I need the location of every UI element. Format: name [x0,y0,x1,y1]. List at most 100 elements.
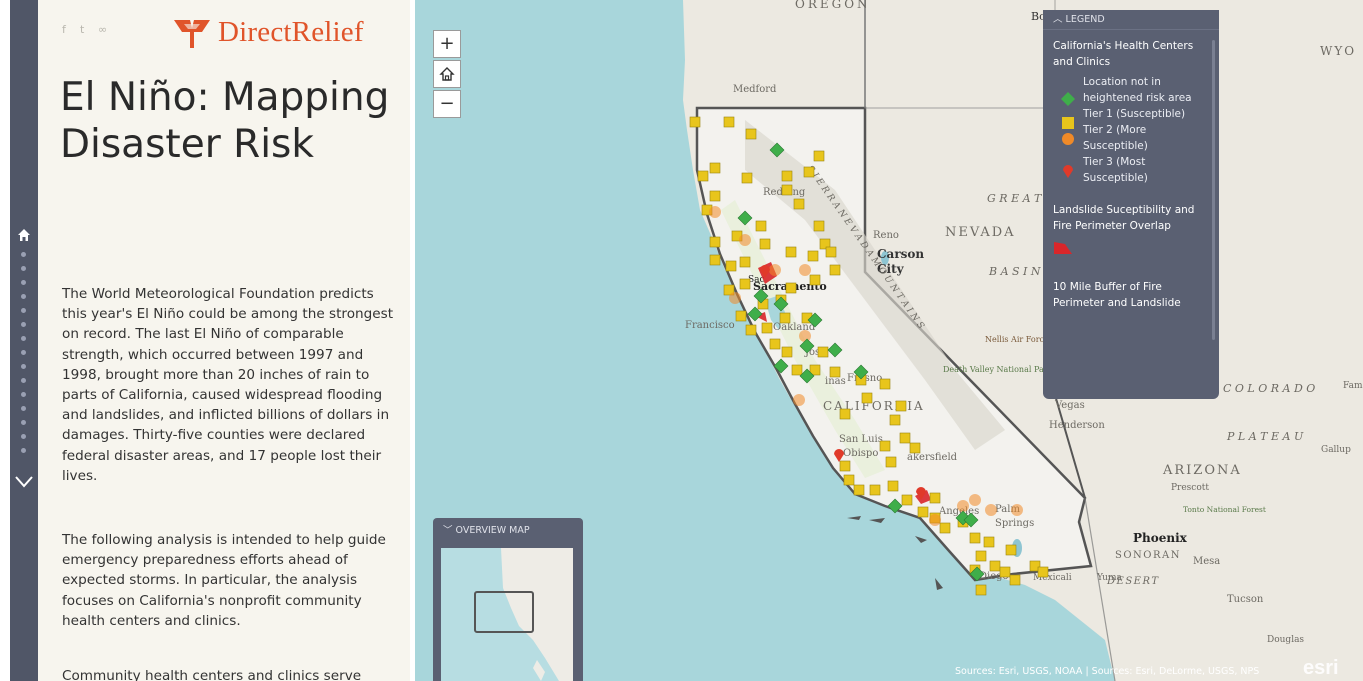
clinic-marker-tier3[interactable] [760,265,770,278]
clinic-marker-green[interactable] [769,142,785,158]
clinic-marker-tier1[interactable] [879,378,891,390]
clinic-marker-tier1[interactable] [759,238,771,250]
clinic-marker-tier1[interactable] [781,184,793,196]
clinic-marker-tier1[interactable] [895,400,907,412]
overview-map[interactable] [441,548,573,681]
clinic-marker-tier1[interactable] [969,532,981,544]
clinic-marker-green[interactable] [827,342,843,358]
overview-extent-box[interactable] [474,591,534,633]
nav-dot[interactable] [21,294,26,299]
clinic-marker-green[interactable] [753,288,769,304]
clinic-marker-tier1[interactable] [839,408,851,420]
clinic-marker-tier1[interactable] [909,442,921,454]
clinic-marker-tier1[interactable] [899,432,911,444]
overview-map-panel[interactable]: ﹀ OVERVIEW MAP [433,518,583,681]
clinic-marker-tier1[interactable] [739,256,751,268]
clinic-marker-green[interactable] [773,296,789,312]
clinic-marker-tier1[interactable] [917,506,929,518]
nav-dot[interactable] [21,378,26,383]
clinic-marker-tier1[interactable] [983,536,995,548]
clinic-marker-tier1[interactable] [929,492,941,504]
clinic-marker-tier1[interactable] [901,494,913,506]
clinic-marker-tier1[interactable] [825,246,837,258]
clinic-marker-tier1[interactable] [889,414,901,426]
clinic-marker-tier2[interactable] [799,264,811,276]
clinic-marker-tier1[interactable] [739,278,751,290]
clinic-marker-tier1[interactable] [817,346,829,358]
nav-dot[interactable] [21,322,26,327]
clinic-marker-tier1[interactable] [793,198,805,210]
clinic-marker-tier1[interactable] [735,310,747,322]
clinic-marker-tier1[interactable] [975,550,987,562]
nav-dot[interactable] [21,420,26,425]
nav-dot[interactable] [21,350,26,355]
clinic-marker-tier1[interactable] [769,338,781,350]
clinic-marker-tier1[interactable] [829,366,841,378]
clinic-marker-tier1[interactable] [809,274,821,286]
clinic-marker-tier1[interactable] [785,246,797,258]
clinic-marker-tier1[interactable] [791,364,803,376]
clinic-marker-tier2[interactable] [793,394,805,406]
clinic-marker-tier3[interactable] [916,487,926,500]
clinic-marker-tier1[interactable] [879,440,891,452]
twitter-icon[interactable]: t [80,23,85,36]
clinic-marker-tier1[interactable] [869,484,881,496]
clinic-marker-tier1[interactable] [813,150,825,162]
zoom-in-button[interactable]: + [433,30,461,58]
home-icon[interactable] [17,228,31,242]
clinic-marker-tier2[interactable] [957,500,969,512]
clinic-marker-tier2[interactable] [969,494,981,506]
clinic-marker-tier2[interactable] [799,330,811,342]
nav-dot[interactable] [21,364,26,369]
clinic-marker-tier2[interactable] [985,504,997,516]
clinic-marker-green[interactable] [969,566,985,582]
clinic-markers-layer[interactable] [689,116,1049,596]
clinic-marker-tier1[interactable] [745,128,757,140]
nav-dot[interactable] [21,406,26,411]
direct-relief-logo[interactable]: DirectRelief [172,14,364,50]
default-extent-button[interactable] [433,60,461,88]
nav-dot[interactable] [21,392,26,397]
clinic-marker-tier1[interactable] [781,170,793,182]
clinic-marker-green[interactable] [963,512,979,528]
legend-header[interactable]: ︿ LEGEND [1043,10,1219,30]
clinic-marker-tier2[interactable] [769,264,781,276]
clinic-marker-tier1[interactable] [709,254,721,266]
clinic-marker-tier2[interactable] [1011,504,1023,516]
clinic-marker-tier1[interactable] [989,560,1001,572]
clinic-marker-tier2[interactable] [739,234,751,246]
clinic-marker-tier1[interactable] [1037,566,1049,578]
clinic-marker-green[interactable] [807,312,823,328]
clinic-marker-tier1[interactable] [741,172,753,184]
clinic-marker-tier1[interactable] [861,392,873,404]
clinic-marker-tier1[interactable] [697,170,709,182]
nav-dot[interactable] [21,336,26,341]
clinic-marker-tier2[interactable] [709,206,721,218]
clinic-marker-tier1[interactable] [813,220,825,232]
clinic-marker-tier2[interactable] [729,292,741,304]
clinic-marker-green[interactable] [747,306,763,322]
clinic-marker-tier1[interactable] [809,364,821,376]
clinic-marker-tier1[interactable] [761,322,773,334]
legend-panel[interactable]: ︿ LEGEND California's Health Centers and… [1043,10,1219,399]
clinic-marker-tier1[interactable] [803,166,815,178]
clinic-marker-green[interactable] [853,364,869,380]
clinic-marker-tier1[interactable] [723,116,735,128]
clinic-marker-tier1[interactable] [785,282,797,294]
clinic-marker-green[interactable] [799,368,815,384]
clinic-marker-tier1[interactable] [819,238,831,250]
clinic-marker-tier1[interactable] [779,312,791,324]
clinic-marker-green[interactable] [773,358,789,374]
clinic-marker-tier1[interactable] [843,474,855,486]
nav-dot[interactable] [21,252,26,257]
nav-dot[interactable] [21,266,26,271]
clinic-marker-tier1[interactable] [725,260,737,272]
clinic-marker-tier1[interactable] [709,162,721,174]
clinic-marker-tier1[interactable] [709,190,721,202]
clinic-marker-tier1[interactable] [939,522,951,534]
clinic-marker-tier1[interactable] [887,480,899,492]
legend-scrollbar[interactable] [1212,40,1215,340]
clinic-marker-tier1[interactable] [975,584,987,596]
clinic-marker-tier1[interactable] [689,116,701,128]
nav-dot[interactable] [21,434,26,439]
